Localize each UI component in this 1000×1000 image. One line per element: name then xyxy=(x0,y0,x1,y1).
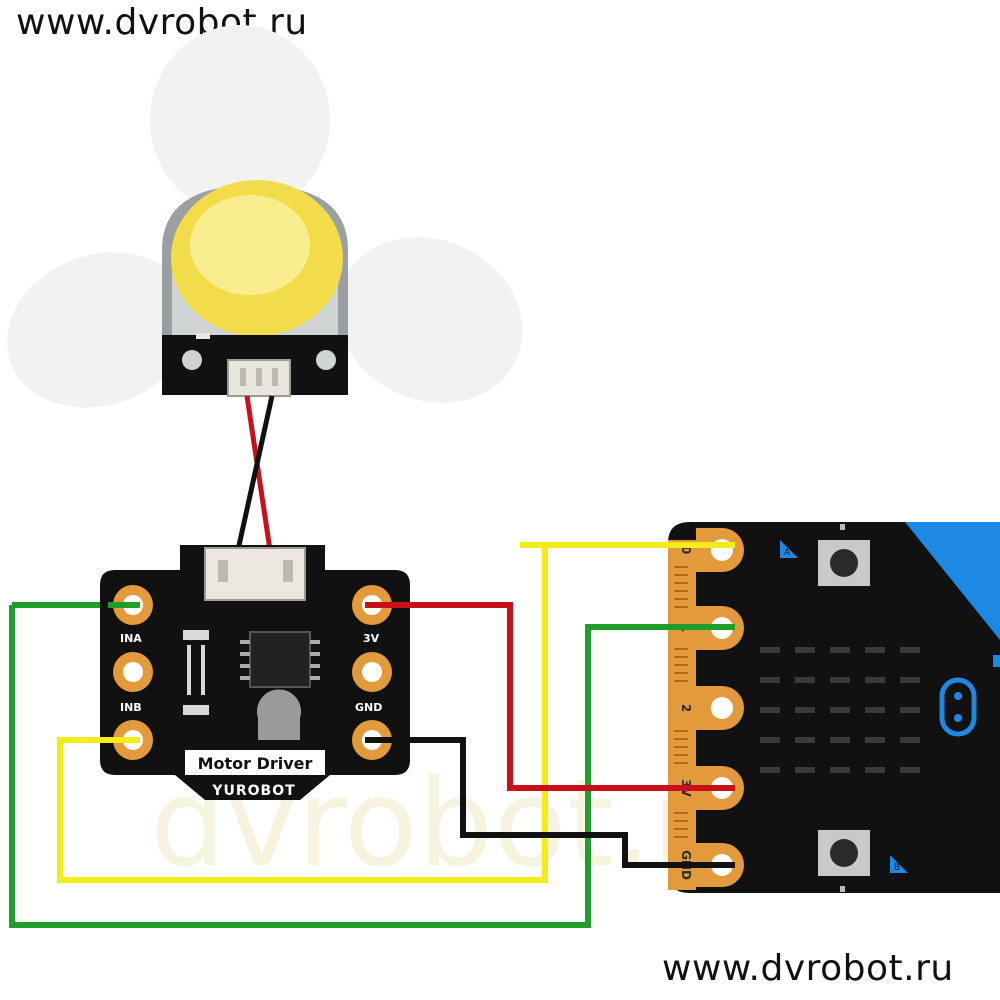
edge-label-0: 0 xyxy=(679,546,693,554)
pin-label-ina: INA xyxy=(120,632,142,645)
fan-blades xyxy=(7,25,523,408)
button-a-label: A xyxy=(784,548,791,558)
mounting-hole xyxy=(182,350,202,370)
pad-p2 xyxy=(711,697,733,719)
driver-ic xyxy=(249,631,311,688)
red-wire-led xyxy=(244,395,273,551)
black-wire-gnd xyxy=(380,737,668,868)
green-wire xyxy=(9,605,668,928)
motor-driver-title: Motor Driver xyxy=(198,754,313,773)
led-matrix xyxy=(760,647,920,773)
watermark-url-bottom: www.dvrobot.ru xyxy=(662,948,954,989)
edge-label-2: 2 xyxy=(679,704,693,712)
pin-label-inb: INB xyxy=(120,701,142,714)
pin-label-gnd: GND xyxy=(355,701,382,714)
microbit-logo xyxy=(939,677,977,737)
brand-logo: YUROBOT xyxy=(211,783,295,799)
button-b-label: B xyxy=(894,863,900,873)
mounting-hole xyxy=(316,350,336,370)
red-wire-3v xyxy=(380,602,668,791)
microbit-board: 0 1 2 3V GND A B xyxy=(668,522,1000,893)
black-wire-led xyxy=(235,395,275,551)
pin-label-3v: 3V xyxy=(363,632,380,645)
motor-driver-board: INA INB 3V GND Motor Driver YUROBOT xyxy=(100,545,410,800)
led-module xyxy=(162,180,348,397)
